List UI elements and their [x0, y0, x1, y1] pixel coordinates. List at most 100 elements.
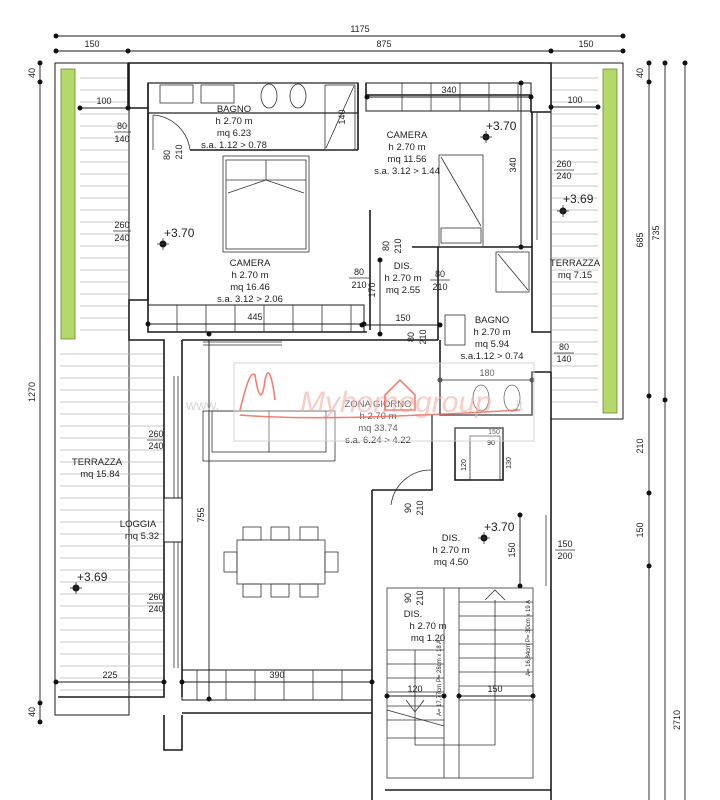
opening-top: 80: [117, 121, 127, 131]
room-dis2-height: h 2.70 m: [433, 545, 470, 556]
level-marker-icon: [480, 131, 492, 143]
terrace-right-area: mq 7.15: [558, 270, 592, 281]
dim-top-middle: 875: [376, 39, 391, 49]
opening-top: 80: [559, 342, 569, 352]
opening-top: 260: [148, 429, 163, 439]
dining-table-icon: [223, 526, 339, 598]
top-dimensions: 1175 150 875 150: [53, 24, 626, 54]
opening-bottom: 210: [418, 329, 428, 344]
dim-right-top: 40: [635, 68, 645, 78]
dim-shower: 140: [337, 109, 347, 124]
staircase: 120 150 A= 16,84cm P= 30cm x 19 A A= 17,…: [384, 587, 536, 779]
room-dis3-height: h 2.70 m: [410, 621, 447, 632]
planter-right: [602, 68, 618, 414]
dim-left-top: 40: [27, 68, 37, 78]
dim-lift-150: 150: [488, 429, 500, 436]
room-bagno2-name: BAGNO: [475, 315, 509, 326]
opening-top: 80: [162, 150, 172, 160]
level-dis2: +3.70: [484, 520, 515, 534]
level-terrace-left: +3.69: [77, 570, 108, 584]
right-dimensions: 40 685 210 150 735 2710: [635, 60, 688, 800]
level-terrace-right: +3.69: [563, 192, 594, 206]
dim-right-685: 685: [635, 232, 645, 247]
opening-bottom: 210: [351, 280, 366, 290]
level-marker-icon: [557, 205, 569, 217]
level-camera1: +3.70: [164, 226, 195, 240]
terrace-right-name: TERRAZZA: [550, 258, 601, 269]
room-dis2-area: mq 4.50: [434, 557, 468, 568]
opening-bottom: 140: [114, 134, 129, 144]
opening-bottom: 210: [393, 238, 403, 253]
stair-right-spec: A= 16,84cm P= 30cm x 19 A: [526, 600, 532, 676]
watermark-logo: www. Myhomegroup .it: [185, 362, 535, 442]
opening-labels: 80 210 260 240 80 210 80 210 80 210 80 2…: [113, 144, 575, 606]
room-bagno1-sa: s.a. 1.12 > 0.78: [201, 140, 267, 151]
opening-top: 80: [381, 241, 391, 251]
room-camera1-height: h 2.70 m: [232, 270, 269, 281]
dim-left-bottom: 40: [27, 707, 37, 717]
watermark-suffix: .it: [512, 397, 523, 413]
dim-top-total: 1175: [350, 24, 369, 34]
dim-zona-bottom: 390: [269, 670, 284, 680]
opening-top: 260: [114, 220, 129, 230]
dim-terrace-right-top: 100: [567, 95, 582, 105]
opening-top: 150: [557, 539, 572, 549]
opening-bottom: 240: [556, 171, 571, 181]
opening-top: 260: [556, 159, 571, 169]
room-dis1-area: mq 2.55: [386, 285, 420, 296]
level-marker-icon: [157, 238, 169, 250]
dim-stair-150: 150: [487, 684, 502, 694]
bagno2-fixtures: [444, 251, 530, 412]
room-camera2-sa: s.a. 3.12 > 1.44: [374, 166, 440, 177]
room-bagno1-name: BAGNO: [217, 104, 251, 115]
opening-bottom: 210: [432, 282, 447, 292]
level-camera2: +3.70: [486, 119, 517, 133]
dis2-area: 150 +3.70: [390, 469, 547, 589]
planter-left: [60, 68, 76, 340]
room-camera2-name: CAMERA: [387, 130, 428, 141]
opening-top: 90: [403, 593, 413, 603]
room-bagno2-sa: s.a.1.12 > 0.74: [460, 351, 523, 362]
opening-bottom: 210: [174, 144, 184, 159]
room-zona-area: mq 33.74: [358, 423, 398, 434]
opening-bottom: 140: [556, 354, 571, 364]
room-zona-name: ZONA GIORNO: [344, 399, 411, 410]
dim-camera2-top: 340: [441, 85, 456, 95]
dim-lift-90: 90: [487, 440, 495, 447]
room-levels: +3.70 +3.70: [157, 119, 517, 250]
room-camera1-area: mq 16.46: [230, 282, 270, 293]
dim-dis-side: 170: [367, 282, 377, 297]
left-dimensions: 40 1270 40: [27, 60, 43, 725]
dim-left-middle: 1270: [27, 382, 37, 402]
room-bagno2-height: h 2.70 m: [474, 327, 511, 338]
dim-top-left: 150: [84, 39, 99, 49]
terrace-left: 100 80 140 TERRAZZA mq 15.84 LOGGIA mq 5…: [53, 62, 167, 716]
dim-dis-bottom: 150: [395, 313, 410, 323]
opening-bottom: 240: [114, 233, 129, 243]
room-bagno1-area: mq 6.23: [217, 128, 251, 139]
bagno1-fixtures: 140: [152, 83, 356, 151]
watermark-prefix: www.: [185, 397, 219, 413]
opening-top: 260: [148, 592, 163, 602]
opening-bottom: 200: [557, 551, 572, 561]
level-marker-icon: [478, 532, 490, 544]
dim-lift-130: 130: [506, 457, 513, 469]
room-dis3-name: DIS.: [404, 609, 422, 620]
lift-shaft: 150 90 130 120: [454, 427, 513, 481]
opening-top: 80: [354, 267, 364, 277]
dim-bagno2-top: 180: [479, 368, 494, 378]
opening-top: 80: [435, 269, 445, 279]
room-camera2-height: h 2.70 m: [389, 142, 426, 153]
room-dis3-area: mq 1.20: [411, 633, 445, 644]
loggia-name: LOGGIA: [120, 519, 157, 530]
opening-top: 80: [406, 332, 416, 342]
stair-left-spec: A= 17,77cm P= 28cm x 18 A: [437, 640, 443, 716]
opening-bottom: 210: [415, 500, 425, 515]
dim-lift-120: 120: [461, 459, 468, 471]
dim-terrace-left-top: 100: [96, 96, 111, 106]
terrace-left-area: mq 15.84: [80, 469, 120, 480]
room-camera1-sa: s.a. 3.12 > 2.06: [217, 294, 283, 305]
loggia-area: mq 5.32: [125, 531, 159, 542]
level-marker-icon: [70, 582, 82, 594]
